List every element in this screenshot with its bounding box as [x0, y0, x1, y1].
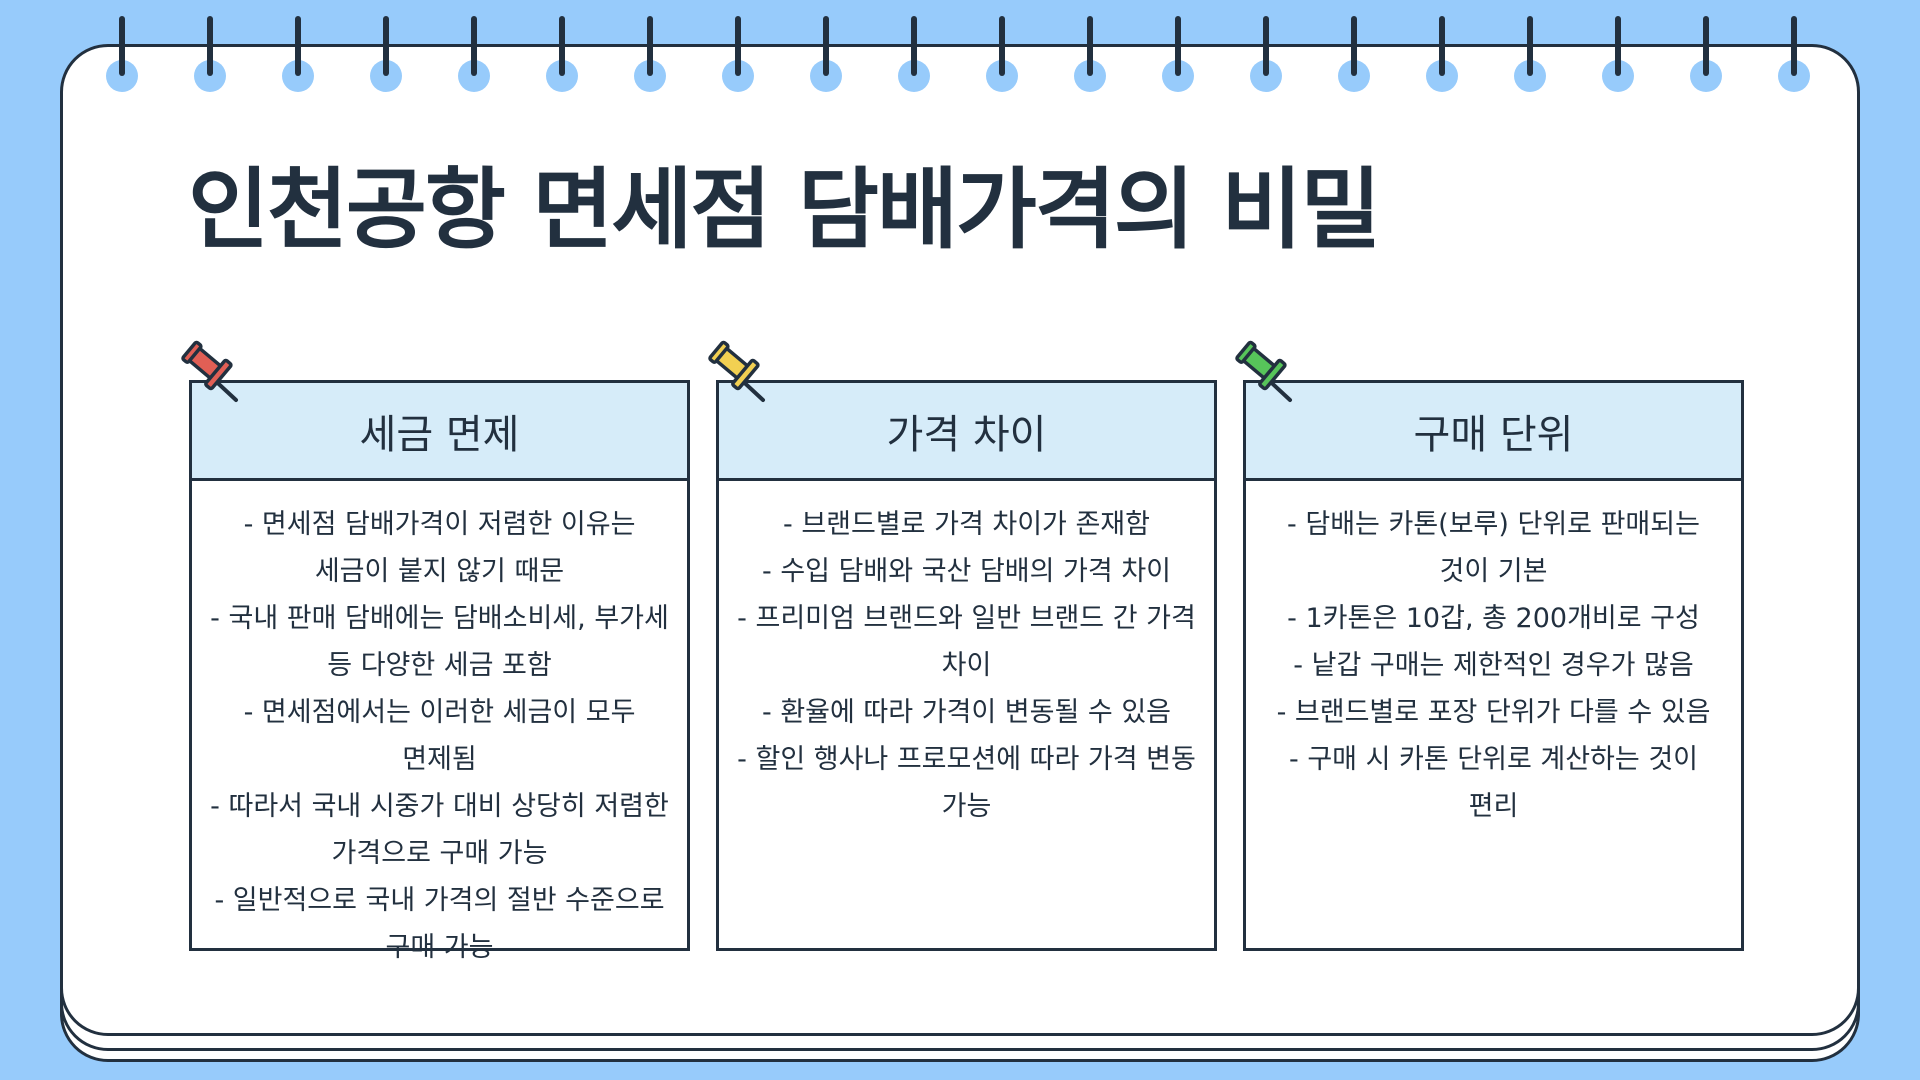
binding-ring — [1162, 16, 1194, 92]
binding-ring — [986, 16, 1018, 92]
list-item: - 국내 판매 담배에는 담배소비세, 부가세 등 다양한 세금 포함 — [210, 603, 669, 681]
binding-wire — [1263, 16, 1269, 76]
green-pushpin-icon — [1235, 340, 1292, 402]
binding-wire — [735, 16, 741, 76]
binding-wire — [1175, 16, 1181, 76]
list-item: - 브랜드별로 가격 차이가 존재함 — [783, 509, 1150, 540]
binding-ring — [546, 16, 578, 92]
binding-wire — [559, 16, 565, 76]
card-header: 가격 차이 — [719, 383, 1214, 481]
binding-wire — [1439, 16, 1445, 76]
binding-wire — [1527, 16, 1533, 76]
binding-wire — [911, 16, 917, 76]
binding-ring — [1074, 16, 1106, 92]
binding-wire — [119, 16, 125, 76]
list-item: - 브랜드별로 포장 단위가 다를 수 있음 — [1276, 697, 1711, 728]
card-tax-exemption: 세금 면제 - 면세점 담배가격이 저렴한 이유는 세금이 붙지 않기 때문 -… — [189, 380, 690, 963]
list-item: - 면세점에서는 이러한 세금이 모두 면제됨 — [243, 697, 636, 775]
binding-wire — [1615, 16, 1621, 76]
list-item: - 구매 시 카톤 단위로 계산하는 것이 편리 — [1289, 744, 1698, 822]
binding-wire — [1351, 16, 1357, 76]
binding-wire — [383, 16, 389, 76]
list-item: - 환율에 따라 가격이 변동될 수 있음 — [762, 697, 1171, 728]
list-item: - 면세점 담배가격이 저렴한 이유는 세금이 붙지 않기 때문 — [243, 509, 636, 587]
binding-wire — [999, 16, 1005, 76]
list-item: - 담배는 카톤(보루) 단위로 판매되는 것이 기본 — [1287, 509, 1700, 587]
binding-ring — [1250, 16, 1282, 92]
binding-ring — [1778, 16, 1810, 92]
binding-ring — [1602, 16, 1634, 92]
card-body: - 담배는 카톤(보루) 단위로 판매되는 것이 기본 - 1카톤은 10갑, … — [1246, 481, 1741, 830]
binding-wire — [823, 16, 829, 76]
binding-ring — [370, 16, 402, 92]
list-item: - 낱갑 구매는 제한적인 경우가 많음 — [1293, 650, 1694, 681]
binding-ring — [810, 16, 842, 92]
card-body: - 브랜드별로 가격 차이가 존재함 - 수입 담배와 국산 담배의 가격 차이… — [719, 481, 1214, 830]
binding-ring — [194, 16, 226, 92]
binding-ring — [282, 16, 314, 92]
list-item: - 1카톤은 10갑, 총 200개비로 구성 — [1287, 603, 1700, 634]
card-title: 구매 단위 — [1413, 411, 1574, 458]
list-item: - 수입 담배와 국산 담배의 가격 차이 — [762, 556, 1171, 587]
binding-ring — [1426, 16, 1458, 92]
list-item: - 일반적으로 국내 가격의 절반 수준으로 구매 가능 — [214, 885, 665, 963]
list-item: - 프리미엄 브랜드와 일반 브랜드 간 가격 차이 — [737, 603, 1196, 681]
card-header: 구매 단위 — [1246, 383, 1741, 481]
slide-title: 인천공항 면세점 담배가격의 비밀 — [188, 158, 1381, 261]
binding-wire — [1087, 16, 1093, 76]
card-price-difference: 가격 차이 - 브랜드별로 가격 차이가 존재함 - 수입 담배와 국산 담배의… — [716, 380, 1217, 951]
binding-ring — [634, 16, 666, 92]
card-title: 세금 면제 — [359, 411, 520, 458]
yellow-pushpin-icon — [708, 340, 765, 402]
card-title: 가격 차이 — [886, 411, 1047, 458]
binding-ring — [722, 16, 754, 92]
list-item: - 따라서 국내 시중가 대비 상당히 저렴한 가격으로 구매 가능 — [210, 791, 669, 869]
spiral-binding — [0, 0, 1920, 100]
binding-ring — [106, 16, 138, 92]
binding-wire — [295, 16, 301, 76]
binding-wire — [1791, 16, 1797, 76]
binding-ring — [898, 16, 930, 92]
binding-wire — [647, 16, 653, 76]
binding-ring — [458, 16, 490, 92]
list-item: - 할인 행사나 프로모션에 따라 가격 변동 가능 — [737, 744, 1196, 822]
card-body: - 면세점 담배가격이 저렴한 이유는 세금이 붙지 않기 때문 - 국내 판매… — [192, 481, 687, 971]
binding-wire — [207, 16, 213, 76]
binding-ring — [1514, 16, 1546, 92]
binding-ring — [1690, 16, 1722, 92]
binding-wire — [471, 16, 477, 76]
binding-wire — [1703, 16, 1709, 76]
binding-ring — [1338, 16, 1370, 92]
card-header: 세금 면제 — [192, 383, 687, 481]
red-pushpin-icon — [181, 340, 238, 402]
card-purchase-unit: 구매 단위 - 담배는 카톤(보루) 단위로 판매되는 것이 기본 - 1카톤은… — [1243, 380, 1744, 951]
